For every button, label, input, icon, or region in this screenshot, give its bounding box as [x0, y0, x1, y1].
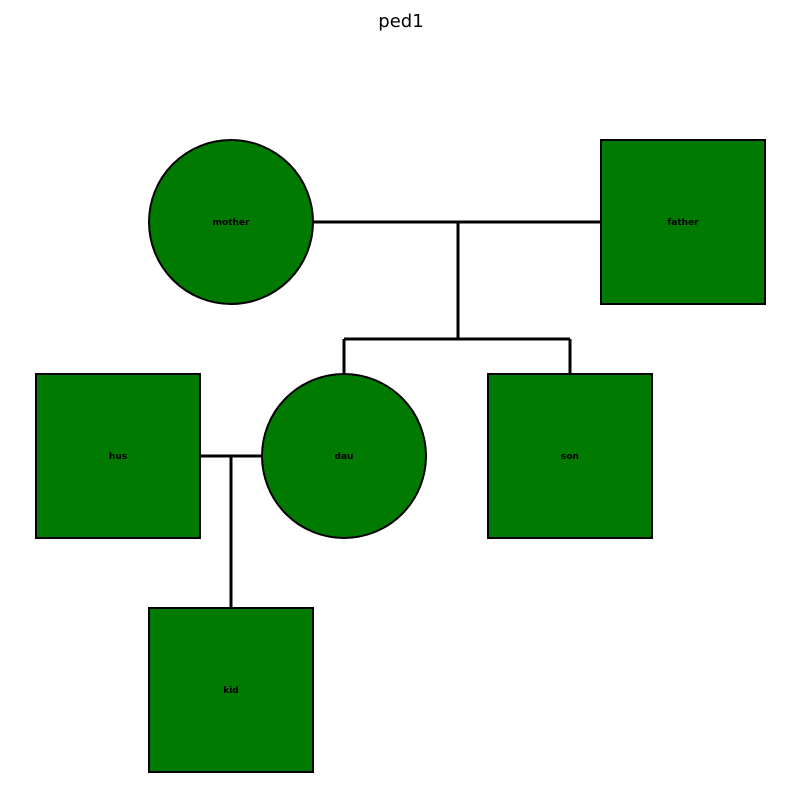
individual-label: father — [667, 218, 699, 228]
individual-kid: kid — [148, 607, 314, 773]
pedigree-title: ped1 — [378, 11, 423, 32]
male-square — [487, 373, 653, 539]
individual-hus: hus — [35, 373, 201, 539]
male-square — [600, 139, 766, 305]
individual-label: kid — [223, 686, 239, 696]
individual-father: father — [600, 139, 766, 305]
individuals: mother father hus dau son kid — [35, 139, 766, 773]
individual-mother: mother — [148, 139, 314, 305]
male-square — [148, 607, 314, 773]
individual-dau: dau — [261, 373, 427, 539]
individual-label: son — [561, 452, 579, 462]
individual-label: dau — [335, 452, 354, 462]
relationship-lines — [200, 220, 601, 608]
individual-label: mother — [213, 218, 250, 228]
individual-label: hus — [109, 452, 127, 462]
male-square — [35, 373, 201, 539]
female-circle — [148, 139, 314, 305]
individual-son: son — [487, 373, 653, 539]
female-circle — [261, 373, 427, 539]
